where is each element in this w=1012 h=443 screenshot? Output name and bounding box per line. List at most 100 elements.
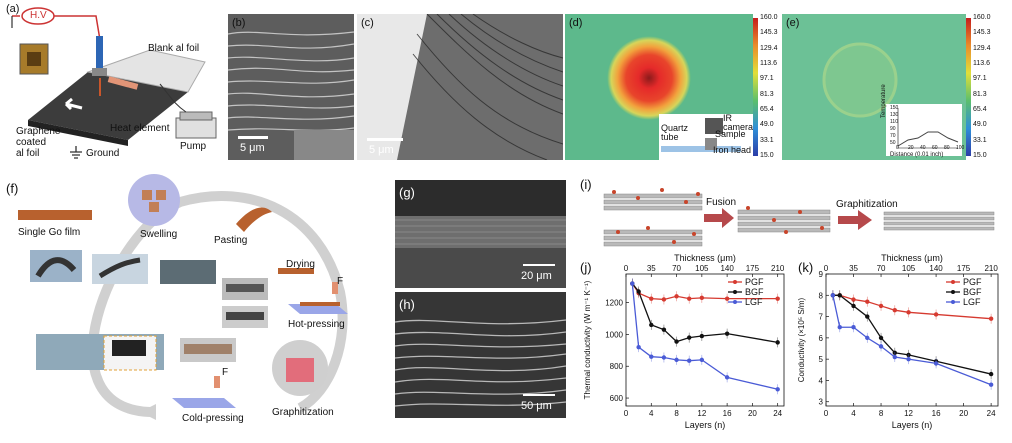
pasting-label: Pasting: [214, 235, 248, 246]
colorbar-tick: 81.3: [760, 90, 774, 98]
chart-k-electrical-conductivity: (k)Thickness (μm)00435870121051614020175…: [797, 253, 999, 430]
panel-g-sem-image: (g) 20 μm: [395, 180, 566, 288]
data-point: [851, 303, 856, 309]
data-point: [933, 312, 939, 317]
fusion-label: Fusion: [706, 197, 737, 208]
colorbar-tick: 65.4: [973, 106, 987, 113]
data-point: [865, 335, 870, 341]
x2-axis-title: Thickness (μm): [674, 253, 736, 263]
x-tick-label: 12: [697, 409, 706, 418]
y-tick-label: 600: [610, 394, 624, 403]
panel-a: (a) H.V Blank al foil Graphene coated al…: [0, 0, 228, 165]
data-point: [837, 293, 842, 298]
data-point: [988, 382, 994, 387]
legend-label: PGF: [745, 277, 764, 287]
x-tick-label: 4: [649, 409, 654, 418]
x-tick-label: 20: [959, 409, 968, 418]
inset-y-tick: 50: [890, 140, 896, 146]
data-point: [674, 294, 679, 299]
ground-label: Ground: [86, 148, 120, 159]
hot-pressing-label: Hot-pressing: [288, 319, 345, 330]
electrospray-setup-illustration: [11, 7, 217, 159]
x-tick-label: 16: [932, 409, 941, 418]
x2-tick-label: 210: [984, 264, 998, 273]
thermal-hotspot: [565, 14, 753, 160]
sem-texture: [395, 180, 566, 288]
colorbar-tick: 65.4: [760, 106, 774, 113]
inset-ylabel: Temperature: [881, 84, 887, 118]
data-point: [892, 354, 897, 360]
data-point: [830, 293, 836, 298]
legend-marker: [733, 300, 737, 304]
data-point: [837, 325, 842, 330]
data-point: [724, 296, 730, 301]
inset-xlabel: Distance (0.01 inch): [890, 152, 944, 158]
legend-label: BGF: [963, 287, 982, 297]
x2-tick-label: 175: [746, 264, 760, 273]
x-tick-label: 0: [824, 409, 829, 418]
data-point: [865, 299, 870, 304]
x-axis-title: Layers (n): [685, 420, 726, 430]
colorbar-tick: 145.3: [760, 29, 778, 37]
x2-tick-label: 35: [849, 264, 858, 273]
x2-tick-label: 0: [624, 264, 629, 273]
plot-frame: [825, 273, 999, 407]
inset-x-tick: 0: [896, 145, 899, 151]
sem-texture: [395, 292, 566, 418]
force-label: F: [337, 276, 344, 287]
graphitization-label: Graphitization: [272, 407, 334, 418]
scale-bar: [238, 136, 268, 139]
colorbar-tick: 97.1: [760, 75, 774, 83]
y-tick-label: 800: [610, 362, 624, 371]
scale-label: 50 μm: [521, 400, 552, 412]
scale-label: 5 μm: [369, 144, 394, 156]
colorbar-tick: 49.0: [760, 121, 774, 129]
panel-h-sem-image: (h) 50 μm: [395, 292, 566, 418]
data-point: [892, 307, 897, 313]
data-point: [674, 339, 679, 344]
x2-tick-label: 70: [672, 264, 681, 273]
x2-tick-label: 175: [957, 264, 971, 273]
x2-tick-label: 70: [877, 264, 886, 273]
force-label: F: [222, 367, 229, 378]
data-point: [775, 387, 780, 392]
legend-label: LGF: [745, 297, 763, 307]
data-point: [906, 310, 911, 315]
colorbar-tick: 33.1: [760, 136, 774, 144]
y-axis-title: Conductivity (×10⁵ S/m): [797, 297, 806, 382]
cold-pressing-label: Cold-pressing: [182, 413, 244, 424]
x-tick-label: 24: [773, 409, 782, 418]
inset-x-tick: 100: [956, 145, 965, 151]
scale-label: 5 μm: [240, 142, 265, 154]
panel-label: (k): [798, 260, 813, 275]
inset-y-tick: 90: [890, 126, 896, 132]
y-tick-label: 4: [819, 376, 824, 385]
panel-label: (g): [399, 185, 415, 200]
legend-label: LGF: [963, 297, 981, 307]
x-axis-title: Layers (n): [892, 420, 933, 430]
data-point: [687, 335, 692, 340]
legend-marker: [951, 300, 955, 304]
data-point: [775, 340, 780, 345]
panel-label: (a): [6, 3, 20, 15]
data-point: [674, 357, 679, 363]
data-point: [988, 371, 994, 377]
panel-f-process-diagram: (f) Single Go film Swelling Pasting Dryi…: [0, 172, 380, 438]
x2-tick-label: 35: [647, 264, 656, 273]
graphitization-label: Graphitization: [836, 199, 898, 210]
pump-label: Pump: [180, 141, 207, 152]
data-point: [687, 296, 692, 301]
data-point: [851, 297, 856, 302]
data-point: [878, 303, 884, 309]
x-tick-label: 0: [624, 409, 629, 418]
data-point: [933, 361, 939, 366]
scale-label: 20 μm: [521, 270, 552, 282]
data-point: [649, 354, 654, 359]
x-tick-label: 12: [904, 409, 913, 418]
scale-bar: [367, 138, 403, 141]
panel-i-fusion-diagram: (i) Fusion Graphitization: [578, 176, 1012, 252]
colorbar-tick: 49.0: [973, 121, 987, 129]
data-point: [878, 335, 884, 341]
